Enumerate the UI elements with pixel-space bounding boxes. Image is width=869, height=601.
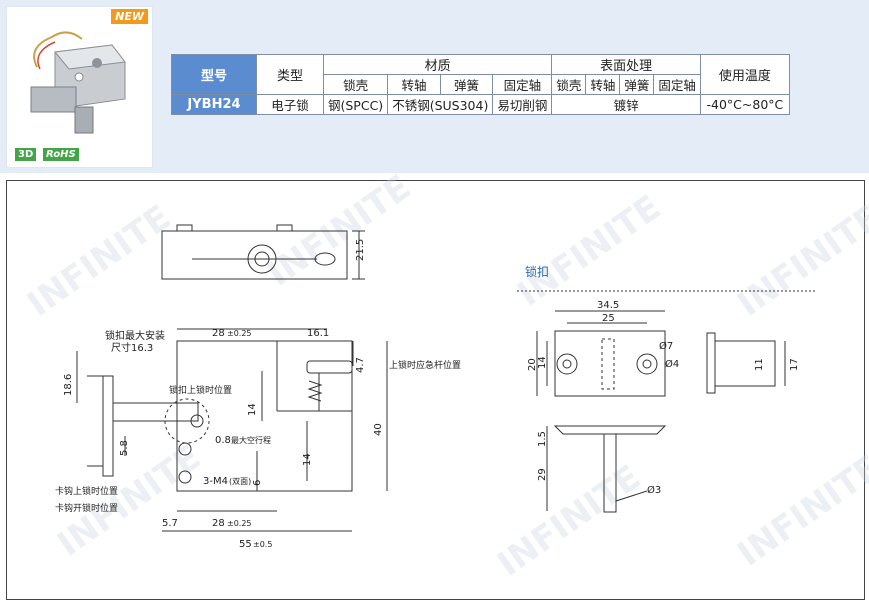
dim-label: 16.1 [307,328,329,339]
header-temp: 使用温度 [699,54,790,95]
dim-label: Ø4 [665,358,679,370]
dim-label: 0.8 [215,435,231,446]
technical-drawing: INFINITE INFINITE INFINITE INFINITE INFI… [6,167,869,600]
dim-label: 卡钩上锁时位置 [55,485,118,497]
dim-label: 5.7 [162,518,178,529]
dim-label: 34.5 [597,300,619,311]
latch-section-title: 锁扣 [525,264,549,279]
dim-label: 最大空行程 [231,435,271,445]
dimension-labels: 21.5 锁扣最大安装 尺寸16.3 28 ±0.25 16.1 4.7 上锁时… [55,239,800,550]
dim-tol: ±0.25 [227,519,252,528]
dim-label: 25 [602,313,615,324]
product-thumbnail[interactable]: NEW 3D RoHS [6,6,153,168]
dim-label: 4.7 [355,357,366,373]
dim-label: 上锁时应急杆位置 [389,359,461,371]
dim-label: 1.5 [537,431,548,447]
dim-label: 29 [537,468,548,481]
dim-label: 3-M4 [203,476,228,487]
dim-label: 锁扣最大安装 [105,329,165,342]
dim-label: 6 [252,480,263,486]
top-view-body [161,230,348,280]
dim-label: 锁扣上锁时位置 [169,384,232,396]
dim-label: 14 [537,356,548,369]
surface-value: 镀锌 [551,94,701,115]
dim-label: 28 [212,518,225,529]
dim-label: 20 [527,358,538,371]
sub-shell-surface: 锁壳 [551,74,587,95]
dim-tol: ±0.25 [227,329,252,338]
sub-shaft-surface: 转轴 [585,74,621,95]
drawing-svg: 21.5 锁扣最大安装 尺寸16.3 28 ±0.25 16.1 4.7 上锁时… [55,224,817,550]
header-surface: 表面处理 [551,54,701,75]
dim-label: 尺寸16.3 [111,341,153,354]
temp-value: -40°C~80°C [699,94,790,115]
dim-label: 14 [302,453,313,466]
sub-fixed-surface: 固定轴 [653,74,701,95]
dim-label: 17 [789,358,800,371]
new-badge: NEW [111,9,148,24]
sub-fixed: 固定轴 [492,74,553,95]
header-type: 类型 [256,54,324,95]
sub-shaft: 转轴 [387,74,441,95]
dim-label: 40 [373,423,384,436]
dim-label: (双面) [229,477,251,486]
lock-photo-icon [30,31,126,134]
dim-label: 14 [247,403,258,416]
dim-label: 卡钩开锁时位置 [55,502,118,514]
spec-table: 型号 类型 材质 表面处理 使用温度 锁壳 转轴 弹簧 固定轴 锁壳 转轴 弹簧… [171,54,790,115]
dim-tol: ±0.5 [253,540,272,549]
sub-shell: 锁壳 [322,74,389,95]
sub-spring: 弹簧 [439,74,494,95]
header-material: 材质 [322,54,553,75]
shell-material: 钢(SPCC) [322,94,389,115]
dim-label: Ø7 [659,340,673,352]
front-view-body [176,340,353,492]
dim-label: 11 [754,358,765,371]
dim-label: Ø3 [647,484,661,496]
dim-label: 18.6 [63,374,74,396]
rohs-badge: RoHS [43,148,79,161]
dim-label: 28 [212,328,225,339]
3d-badge: 3D [15,148,37,161]
header-model: 型号 [171,54,257,95]
dim-label: 21.5 [355,239,366,261]
dim-label: 5.8 [119,440,130,456]
latch-plate [554,330,666,397]
type-value: 电子锁 [256,94,324,115]
dim-label: 55 [239,539,252,550]
fixed-material: 易切削钢 [492,94,553,115]
model-value: JYBH24 [171,94,257,115]
sub-spring-surface: 弹簧 [619,74,655,95]
shaft-spring-material: 不锈钢(SUS304) [387,94,494,115]
